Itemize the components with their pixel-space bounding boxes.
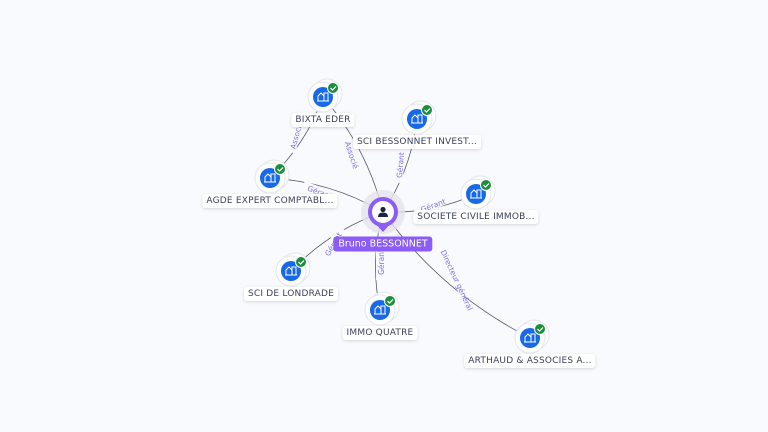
company-label[interactable]: SCI DE LONDRADE — [243, 287, 339, 301]
building-icon — [313, 87, 333, 107]
company-label[interactable]: SOCIETE CIVILE IMMOB... — [413, 210, 539, 224]
verified-check-icon — [295, 256, 307, 268]
company-node[interactable] — [401, 100, 437, 135]
verified-check-icon — [534, 323, 546, 335]
company-node[interactable] — [275, 252, 311, 287]
building-icon — [520, 328, 540, 348]
building-icon — [281, 261, 301, 281]
person-node[interactable] — [361, 190, 405, 234]
company-node[interactable] — [460, 175, 496, 210]
verified-check-icon — [327, 82, 339, 94]
company-node[interactable] — [254, 159, 290, 194]
verified-check-icon — [384, 295, 396, 307]
building-icon — [407, 109, 427, 129]
person-icon — [378, 206, 388, 217]
company-node[interactable] — [514, 319, 550, 354]
verified-check-icon — [421, 104, 433, 116]
person-label[interactable]: Bruno BESSONNET — [333, 236, 433, 252]
company-label[interactable]: AGDE EXPERT COMPTABL... — [202, 194, 338, 208]
edge-label: Gérant — [395, 152, 406, 179]
edge-label: Directeur général — [439, 248, 475, 311]
company-label[interactable]: IMMO QUATRE — [342, 326, 418, 340]
building-icon — [370, 300, 390, 320]
edge-line — [382, 211, 531, 339]
verified-check-icon — [274, 163, 286, 175]
company-node[interactable] — [364, 291, 400, 326]
company-label[interactable]: BIXTA EDER — [291, 113, 355, 127]
company-label[interactable]: ARTHAUD & ASSOCIES A... — [464, 354, 596, 368]
edge-label: Gérant — [377, 249, 386, 275]
building-icon — [466, 184, 486, 204]
building-icon — [260, 168, 280, 188]
verified-check-icon — [480, 179, 492, 191]
company-label[interactable]: SCI BESSONNET INVEST... — [353, 135, 481, 149]
company-node[interactable] — [307, 78, 343, 113]
